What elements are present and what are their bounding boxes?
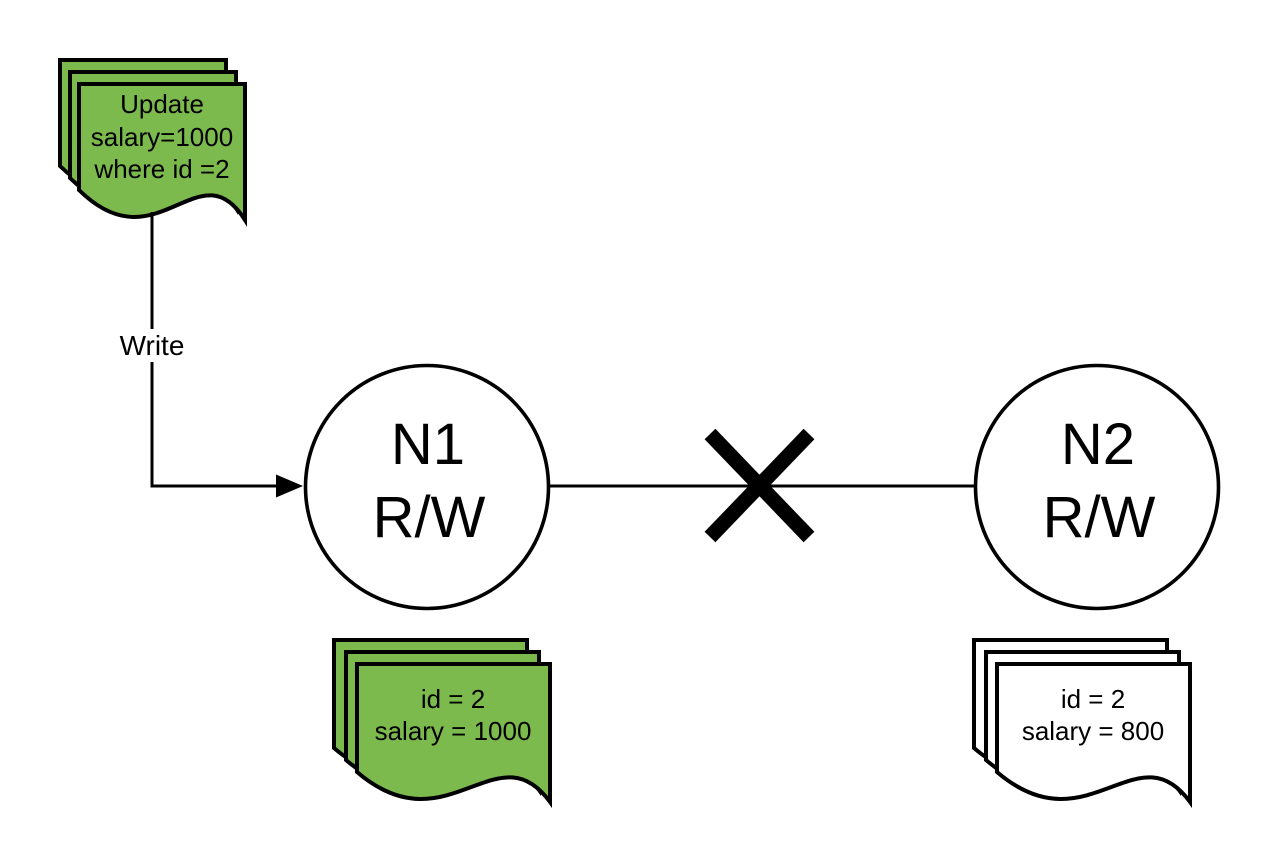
n2-data-line-2: salary = 800: [1022, 716, 1164, 746]
n2-data-line-1: id = 2: [1061, 684, 1125, 714]
document-sheet-front-icon: [77, 82, 247, 227]
write-label-background: [118, 329, 186, 362]
node-n2-circle: [973, 363, 1221, 611]
update-doc-line-3: where id =2: [93, 154, 229, 184]
node-n1: N1 R/W: [303, 363, 551, 611]
n1-data-line-2: salary = 1000: [375, 716, 532, 746]
node-n1-mode: R/W: [373, 485, 486, 550]
n2-data-document: id = 2 salary = 800: [972, 638, 1192, 809]
arrowhead-icon: [276, 474, 303, 498]
update-query-document: Update salary=1000 where id =2: [58, 58, 247, 227]
n1-data-document: id = 2 salary = 1000: [332, 638, 552, 809]
node-n2-mode: R/W: [1043, 485, 1156, 550]
document-sheet-front-icon: [995, 662, 1192, 809]
n1-data-line-1: id = 2: [421, 684, 485, 714]
partition-link: [549, 428, 975, 543]
update-doc-line-2: salary=1000: [91, 122, 233, 152]
write-label: Write: [120, 330, 185, 361]
partition-x-icon: [704, 428, 815, 543]
node-n1-name: N1: [391, 412, 465, 477]
node-n2-name: N2: [1061, 412, 1135, 477]
update-doc-line-1: Update: [120, 89, 204, 119]
node-n1-circle: [303, 363, 551, 611]
write-arrow: Write: [118, 212, 303, 498]
write-arrow-line: [150, 212, 278, 488]
document-sheet-front-icon: [355, 662, 552, 809]
node-n2: N2 R/W: [973, 363, 1221, 611]
